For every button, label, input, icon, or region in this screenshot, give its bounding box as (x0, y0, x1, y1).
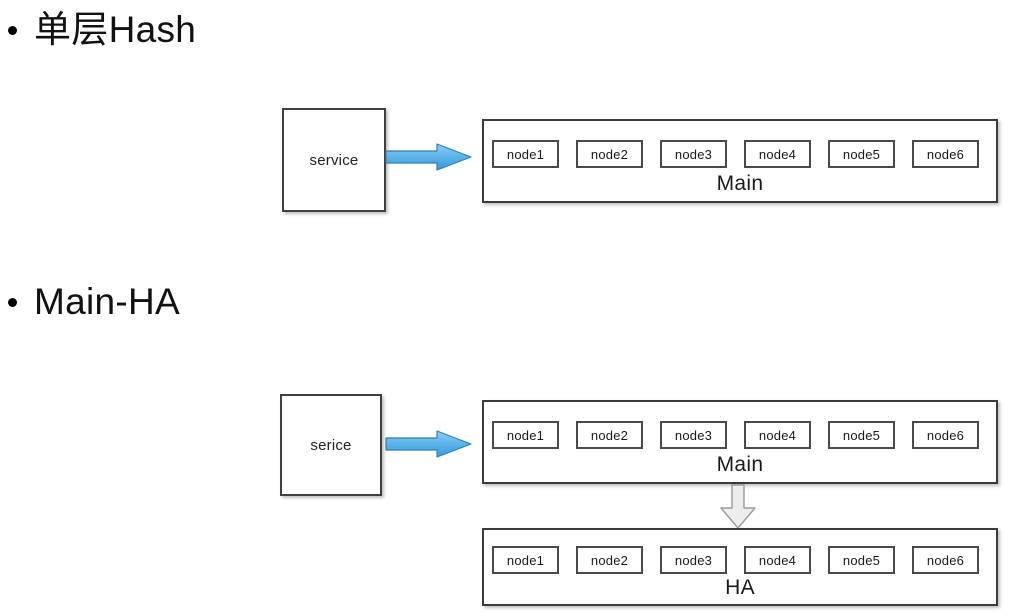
service-label: service (309, 151, 359, 169)
node-box[interactable]: node1 (492, 546, 559, 574)
node-box[interactable]: node5 (828, 421, 895, 449)
node-box[interactable]: node1 (492, 140, 559, 168)
grey-down-arrow (720, 484, 756, 529)
node-box[interactable]: node1 (492, 421, 559, 449)
node-box[interactable]: node6 (912, 546, 979, 574)
node-box[interactable]: node4 (744, 140, 811, 168)
node-row-ha: node1 node2 node3 node4 node5 node6 (492, 546, 979, 574)
node-box[interactable]: node3 (660, 140, 727, 168)
node-box[interactable]: node3 (660, 546, 727, 574)
node-box[interactable]: node2 (576, 421, 643, 449)
node-box[interactable]: node6 (912, 140, 979, 168)
bullet-label: 单层Hash (34, 9, 197, 50)
node-box[interactable]: node3 (660, 421, 727, 449)
bullet-label: Main-HA (34, 281, 181, 322)
node-box[interactable]: node2 (576, 140, 643, 168)
service-box-1[interactable]: service (282, 108, 386, 212)
group-box-ha: node1 node2 node3 node4 node5 node6 HA (482, 528, 998, 606)
node-box[interactable]: node2 (576, 546, 643, 574)
group-box-main-2: node1 node2 node3 node4 node5 node6 Main (482, 400, 998, 484)
node-row-main-1: node1 node2 node3 node4 node5 node6 (492, 140, 979, 168)
node-box[interactable]: node5 (828, 140, 895, 168)
service-label: serice (310, 436, 352, 454)
service-box-2[interactable]: serice (280, 394, 382, 496)
group-label-ha: HA (725, 576, 755, 599)
group-label-main-1: Main (716, 172, 764, 195)
node-box[interactable]: node4 (744, 421, 811, 449)
blue-right-arrow-1 (385, 143, 472, 171)
bullet-item-main-ha: Main-HA (8, 281, 181, 322)
bullet-dot-icon (8, 297, 17, 307)
node-row-main-2: node1 node2 node3 node4 node5 node6 (492, 421, 979, 449)
bullet-dot-icon (8, 25, 17, 35)
node-box[interactable]: node5 (828, 546, 895, 574)
blue-right-arrow-2 (385, 430, 472, 458)
bullet-item-single-layer-hash: 单层Hash (8, 9, 197, 50)
node-box[interactable]: node6 (912, 421, 979, 449)
group-label-main-2: Main (716, 453, 764, 476)
node-box[interactable]: node4 (744, 546, 811, 574)
group-box-main-1: node1 node2 node3 node4 node5 node6 Main (482, 119, 998, 203)
